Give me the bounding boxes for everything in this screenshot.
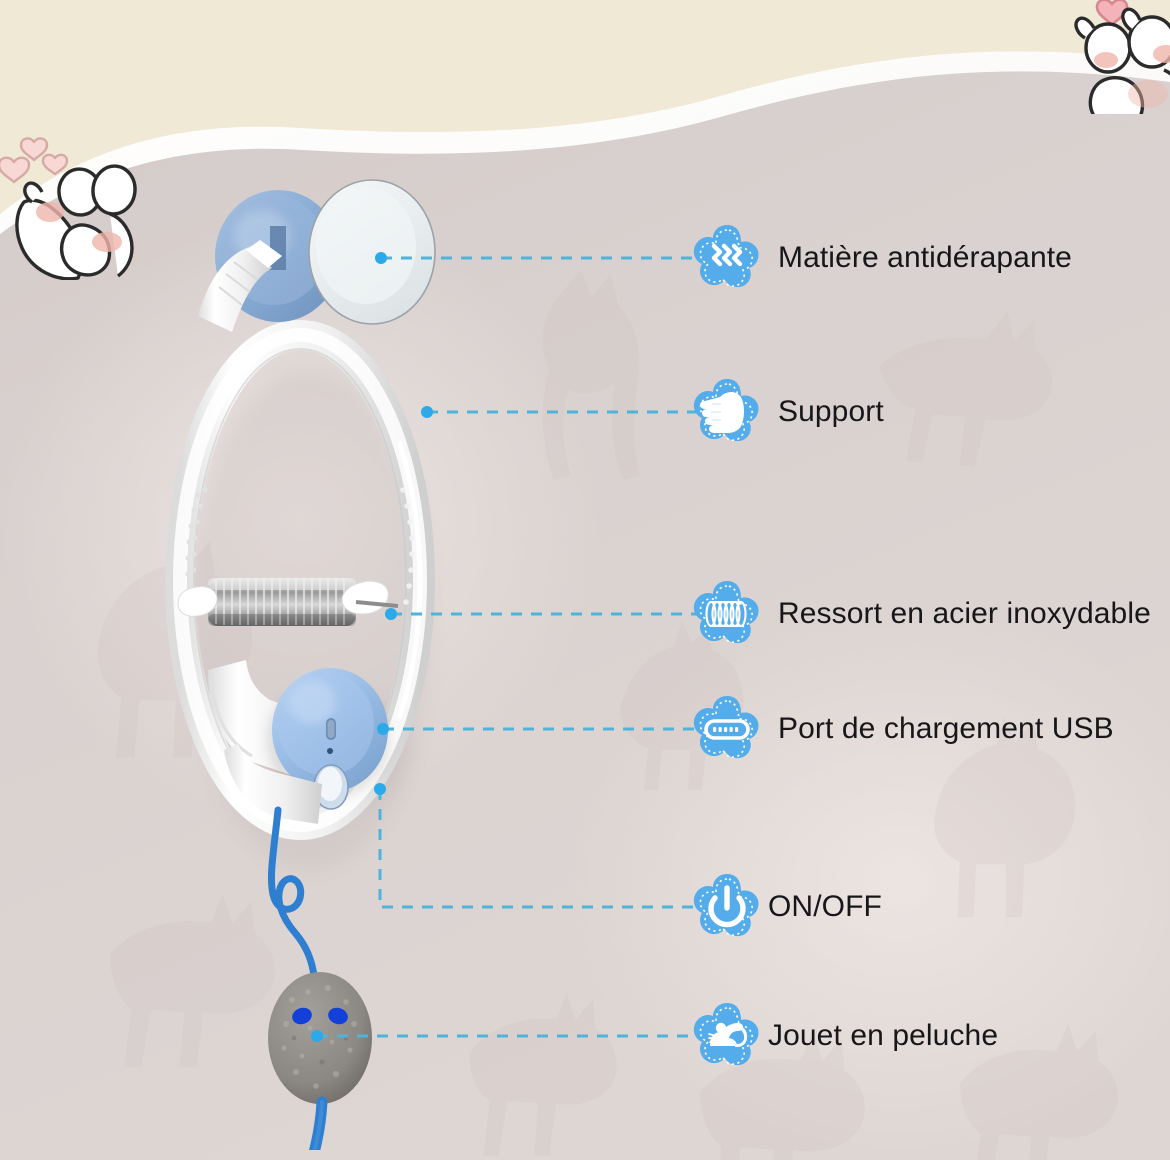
motor-housing — [208, 660, 390, 824]
cat-paw-doodle-top-left — [0, 130, 182, 285]
stainless-steel-spring — [177, 578, 399, 626]
mouse-eye-right — [328, 1007, 348, 1025]
product-illustration — [165, 179, 436, 1150]
callout-support-label: Support — [778, 395, 884, 428]
callout-onoff[interactable]: ON/OFF — [690, 871, 882, 943]
callout-anti-slip-label: Matière antidérapante — [778, 241, 1072, 274]
plush-mouse-toy — [267, 806, 372, 1150]
mouse-eye-left — [292, 1007, 312, 1025]
grip-hand-icon — [690, 375, 764, 449]
cat-paw-doodle-top-right — [1068, 0, 1170, 131]
power-icon — [690, 870, 764, 944]
callout-usb[interactable]: Port de chargement USB — [690, 693, 1114, 765]
callout-plush-toy[interactable]: Jouet en peluche — [690, 1000, 998, 1072]
callout-spring-label: Ressort en acier inoxydable — [778, 597, 1151, 630]
callout-spring[interactable]: Ressort en acier inoxydable — [690, 578, 1151, 650]
wall-mount — [198, 179, 436, 332]
anti-slip-texture — [400, 487, 415, 605]
callout-usb-label: Port de chargement USB — [778, 712, 1114, 745]
callout-anti-slip[interactable]: Matière antidérapante — [690, 222, 1072, 294]
callout-plush-toy-label: Jouet en peluche — [768, 1019, 999, 1052]
callout-support[interactable]: Support — [690, 376, 884, 448]
usb-c-port-icon — [690, 692, 764, 766]
mouse-icon — [690, 999, 764, 1073]
waves-icon — [690, 221, 764, 295]
coil-spring-icon — [690, 577, 764, 651]
callout-onoff-label: ON/OFF — [768, 890, 882, 923]
